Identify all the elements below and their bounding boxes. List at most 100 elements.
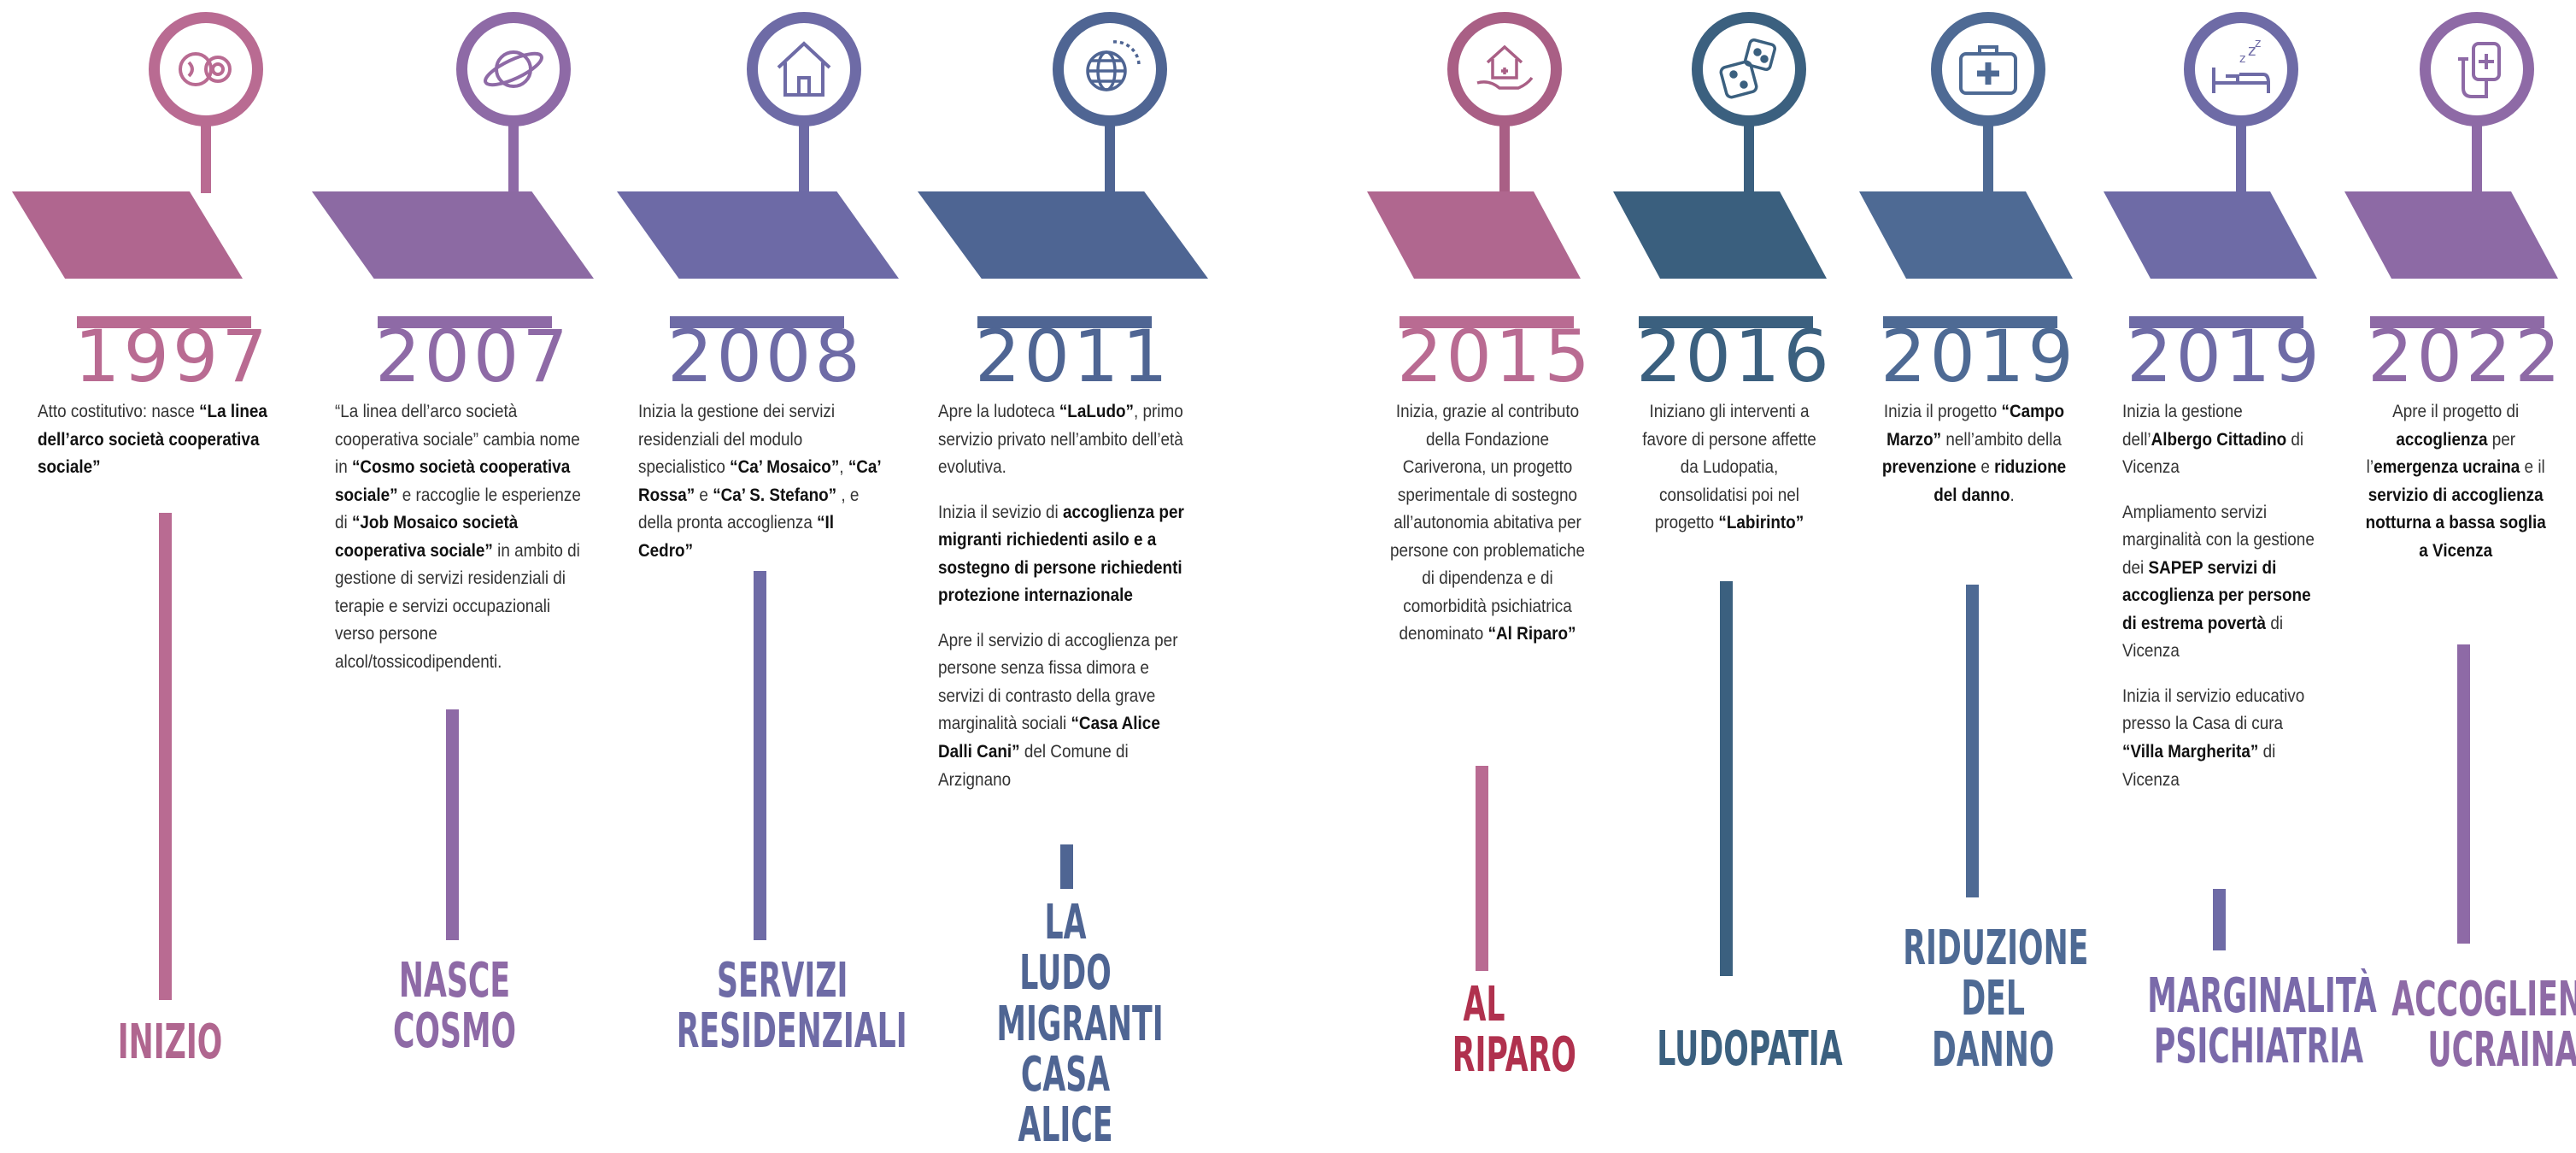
milestone-1997: 1997 Atto costitutivo: nasce “La linea d… <box>12 0 267 1078</box>
milestone-band <box>2104 191 2317 279</box>
milestone-title: MARGINALITÀ PSICHIATRIA <box>2147 971 2376 1073</box>
house-icon <box>777 41 831 97</box>
milestone-band <box>12 191 243 279</box>
milestone-description: Inizia il progetto “Campo Marzo” nell’am… <box>1881 402 2067 505</box>
milestone-description: Apre il progetto di accoglienza per l’em… <box>2365 402 2546 561</box>
milestone-title: ACCOGLIENZA UCRAINA <box>2391 974 2576 1076</box>
connector-line <box>1720 581 1733 976</box>
year-label: 2011 <box>975 315 1171 398</box>
pacifier-icon <box>179 52 232 86</box>
milestone-title-text: AL RIPARO <box>1452 977 1576 1084</box>
milestone-description: Iniziano gli interventi a favore di pers… <box>1642 402 1816 533</box>
year-label: 1997 <box>74 315 271 398</box>
milestone-circle <box>456 12 571 126</box>
house-hand-icon <box>1476 44 1534 90</box>
milestone-band <box>1613 191 1827 279</box>
connector-line <box>1966 585 1979 897</box>
milestone-2019-prevention: 2019 Inizia il progetto “Campo Marzo” ne… <box>1859 0 2090 1078</box>
milestone-circle <box>747 12 861 126</box>
milestone-2016: 2016 Iniziano gli interventi a favore di… <box>1613 0 1844 1078</box>
globe-icon <box>1086 40 1141 91</box>
year-bar <box>1883 316 2057 328</box>
milestone-stem <box>799 125 809 193</box>
milestone-title: NASCE COSMO <box>367 956 543 1057</box>
milestone-circle <box>1447 12 1562 126</box>
milestone-description: Apre la ludoteca “LaLudo”, primo servizi… <box>938 402 1184 790</box>
milestone-band <box>312 191 594 279</box>
milestone-title-text: NASCE COSMO <box>392 953 517 1060</box>
milestone-title: RIDUZIONE DEL DANNO <box>1903 923 2088 1075</box>
year-bar <box>1639 316 1813 328</box>
connector-line <box>2457 644 2470 944</box>
year-bar <box>670 316 844 328</box>
connector-line <box>1060 844 1073 889</box>
planet-icon <box>484 50 543 88</box>
milestone-band <box>1859 191 2073 279</box>
milestone-band <box>1367 191 1581 279</box>
svg-text:z: z <box>2255 37 2261 50</box>
milestone-title: SERVIZI RESIDENZIALI <box>677 956 907 1057</box>
year-bar <box>378 316 552 328</box>
milestone-description: Atto costitutivo: nasce “La linea dell’a… <box>38 402 267 478</box>
year-label: 2015 <box>1397 315 1593 398</box>
milestone-circle <box>1692 12 1806 126</box>
milestone-description: Inizia, grazie al contributo della Fonda… <box>1389 402 1585 644</box>
connector-line <box>159 513 172 1000</box>
milestone-2015: 2015 Inizia, grazie al contributo della … <box>1367 0 1598 1084</box>
milestone-description: “La linea dell’arco società cooperativa … <box>335 402 581 672</box>
year-bar <box>977 316 1152 328</box>
dice-icon <box>1719 38 1776 99</box>
milestone-title-text: RIDUZIONE DEL DANNO <box>1903 921 2089 1078</box>
milestone-band <box>2344 191 2558 279</box>
milestone-title: LA LUDO MIGRANTI CASA ALICE <box>978 895 1164 1153</box>
milestone-stem <box>2236 125 2246 193</box>
medical-kit-icon <box>1959 45 2017 95</box>
milestone-title: INIZIO <box>117 1015 223 1070</box>
milestone-2011: 2011 Apre la ludoteca “LaLudo”, primo se… <box>911 0 1208 1151</box>
bed-sleep-icon: zzz <box>2212 37 2270 93</box>
milestone-title: AL RIPARO <box>1412 977 1576 1084</box>
year-label: 2007 <box>375 315 572 398</box>
year-label: 2019 <box>2127 315 2323 398</box>
milestone-title-text: LA LUDO MIGRANTI CASA ALICE <box>996 895 1164 1153</box>
milestone-title-text: ACCOGLIENZA UCRAINA <box>2391 972 2576 1079</box>
milestone-2022: 2022 Apre il progetto di accoglienza per… <box>2344 0 2576 1078</box>
milestone-stem <box>2472 125 2482 193</box>
year-label: 2016 <box>1636 315 1833 398</box>
svg-text:z: z <box>2239 52 2245 66</box>
milestone-circle <box>1053 12 1167 126</box>
milestone-band <box>617 191 899 279</box>
milestone-stem <box>1983 125 1993 193</box>
milestone-circle <box>2420 12 2534 126</box>
svg-text:z: z <box>2248 42 2256 60</box>
milestone-2007: 2007 “La linea dell’arco società coopera… <box>309 0 594 1078</box>
year-label: 2019 <box>1881 315 2077 398</box>
milestone-description: Inizia la gestione dell’Albergo Cittadin… <box>2122 402 2315 790</box>
iv-bag-icon <box>2458 42 2501 98</box>
milestone-stem <box>1499 125 1510 193</box>
milestone-stem <box>1105 125 1115 193</box>
milestone-title: LUDOPATIA <box>1657 1021 1843 1077</box>
connector-line <box>754 571 766 940</box>
year-label: 2008 <box>667 315 864 398</box>
connector-line <box>446 709 459 940</box>
milestone-title-text: MARGINALITÀ PSICHIATRIA <box>2147 968 2377 1075</box>
connector-line <box>1476 766 1488 971</box>
year-bar <box>2370 316 2544 328</box>
milestone-stem <box>1744 125 1754 193</box>
milestone-title-text: SERVIZI RESIDENZIALI <box>676 953 907 1060</box>
milestone-description: Inizia la gestione dei servizi residenzi… <box>638 402 881 561</box>
year-bar <box>2129 316 2303 328</box>
year-bar <box>77 316 251 328</box>
milestone-band <box>918 191 1208 279</box>
milestone-circle <box>149 12 263 126</box>
connector-line <box>2213 889 2226 950</box>
milestone-2008: 2008 Inizia la gestione dei servizi resi… <box>610 0 907 1078</box>
milestone-circle <box>1931 12 2045 126</box>
year-label: 2022 <box>2368 315 2564 398</box>
year-bar <box>1399 316 1574 328</box>
milestone-stem <box>201 125 211 193</box>
milestone-stem <box>508 125 519 193</box>
